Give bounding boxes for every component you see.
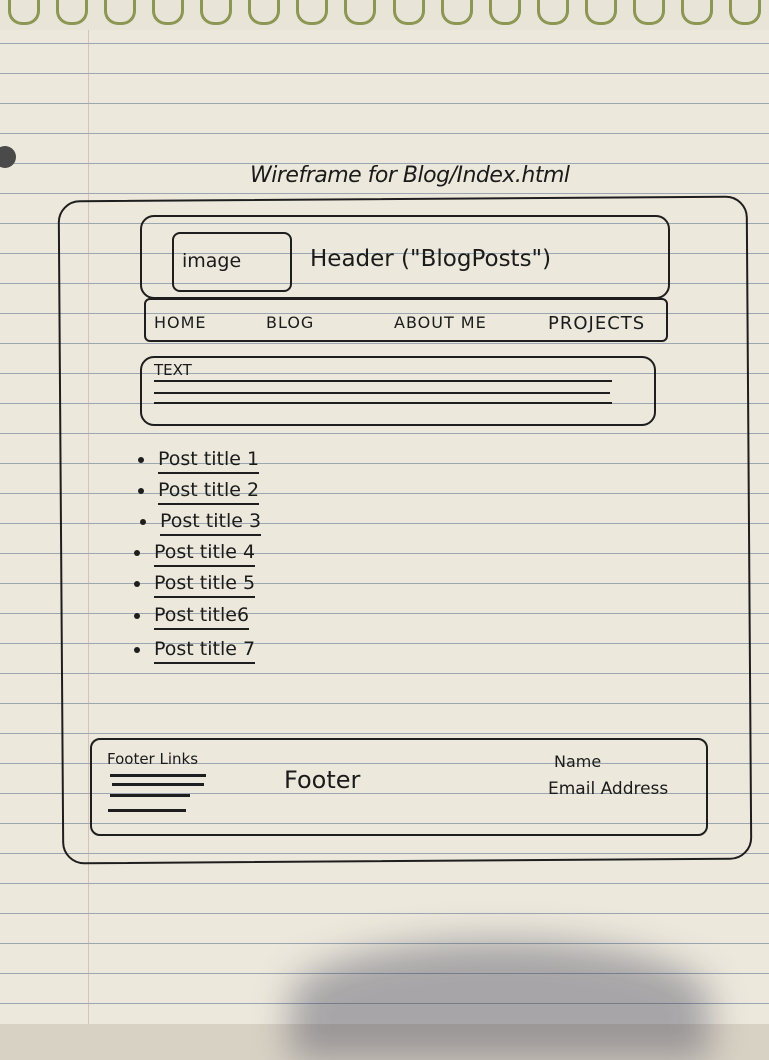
nav-item-projects: PROJECTS bbox=[548, 313, 646, 334]
nav-item-blog: BLOG bbox=[266, 313, 315, 332]
hand-shadow bbox=[290, 940, 710, 1060]
footer-email-label: Email Address bbox=[548, 779, 669, 799]
post-item: Post title 1 bbox=[138, 448, 260, 474]
post-title: Post title 7 bbox=[154, 638, 256, 664]
post-item: Post title 5 bbox=[134, 572, 256, 598]
spiral-binding bbox=[0, 0, 769, 30]
post-title: Post title 1 bbox=[158, 448, 260, 474]
footer-links-label: Footer Links bbox=[107, 750, 199, 768]
header-label: Header ("BlogPosts") bbox=[310, 246, 552, 272]
footer-box bbox=[90, 738, 708, 836]
post-title: Post title 3 bbox=[160, 510, 262, 536]
punch-hole bbox=[0, 146, 16, 168]
post-title: Post title 5 bbox=[154, 572, 256, 598]
paper-margin-line bbox=[88, 0, 89, 1024]
post-title: Post title 4 bbox=[154, 541, 256, 567]
footer-link-scribble bbox=[110, 794, 190, 797]
intro-text-label: TEXT bbox=[154, 361, 192, 379]
post-title: Post title6 bbox=[154, 604, 250, 630]
intro-text-box bbox=[140, 356, 656, 426]
footer-name-label: Name bbox=[554, 752, 602, 771]
image-placeholder bbox=[172, 232, 292, 292]
image-label: image bbox=[182, 250, 242, 272]
footer-link-scribble bbox=[110, 774, 206, 777]
post-item: Post title 2 bbox=[138, 479, 260, 505]
post-title: Post title 2 bbox=[158, 479, 260, 505]
notebook-paper bbox=[0, 0, 769, 1024]
wireframe-title: Wireframe for Blog/Index.html bbox=[250, 163, 570, 188]
nav-item-home: HOME bbox=[154, 313, 207, 332]
post-item: Post title 7 bbox=[134, 638, 256, 664]
text-scribble-line bbox=[154, 392, 610, 394]
text-scribble-line bbox=[154, 402, 612, 404]
footer-link-scribble bbox=[112, 783, 204, 786]
post-item: Post title 4 bbox=[134, 541, 256, 567]
post-item: Post title 3 bbox=[140, 510, 262, 536]
post-item: Post title6 bbox=[134, 604, 250, 630]
footer-label: Footer bbox=[284, 766, 361, 794]
text-scribble-line bbox=[154, 380, 612, 382]
nav-item-about-me: ABOUT ME bbox=[394, 313, 487, 332]
footer-link-scribble bbox=[108, 809, 186, 812]
nav-bar bbox=[144, 298, 668, 342]
